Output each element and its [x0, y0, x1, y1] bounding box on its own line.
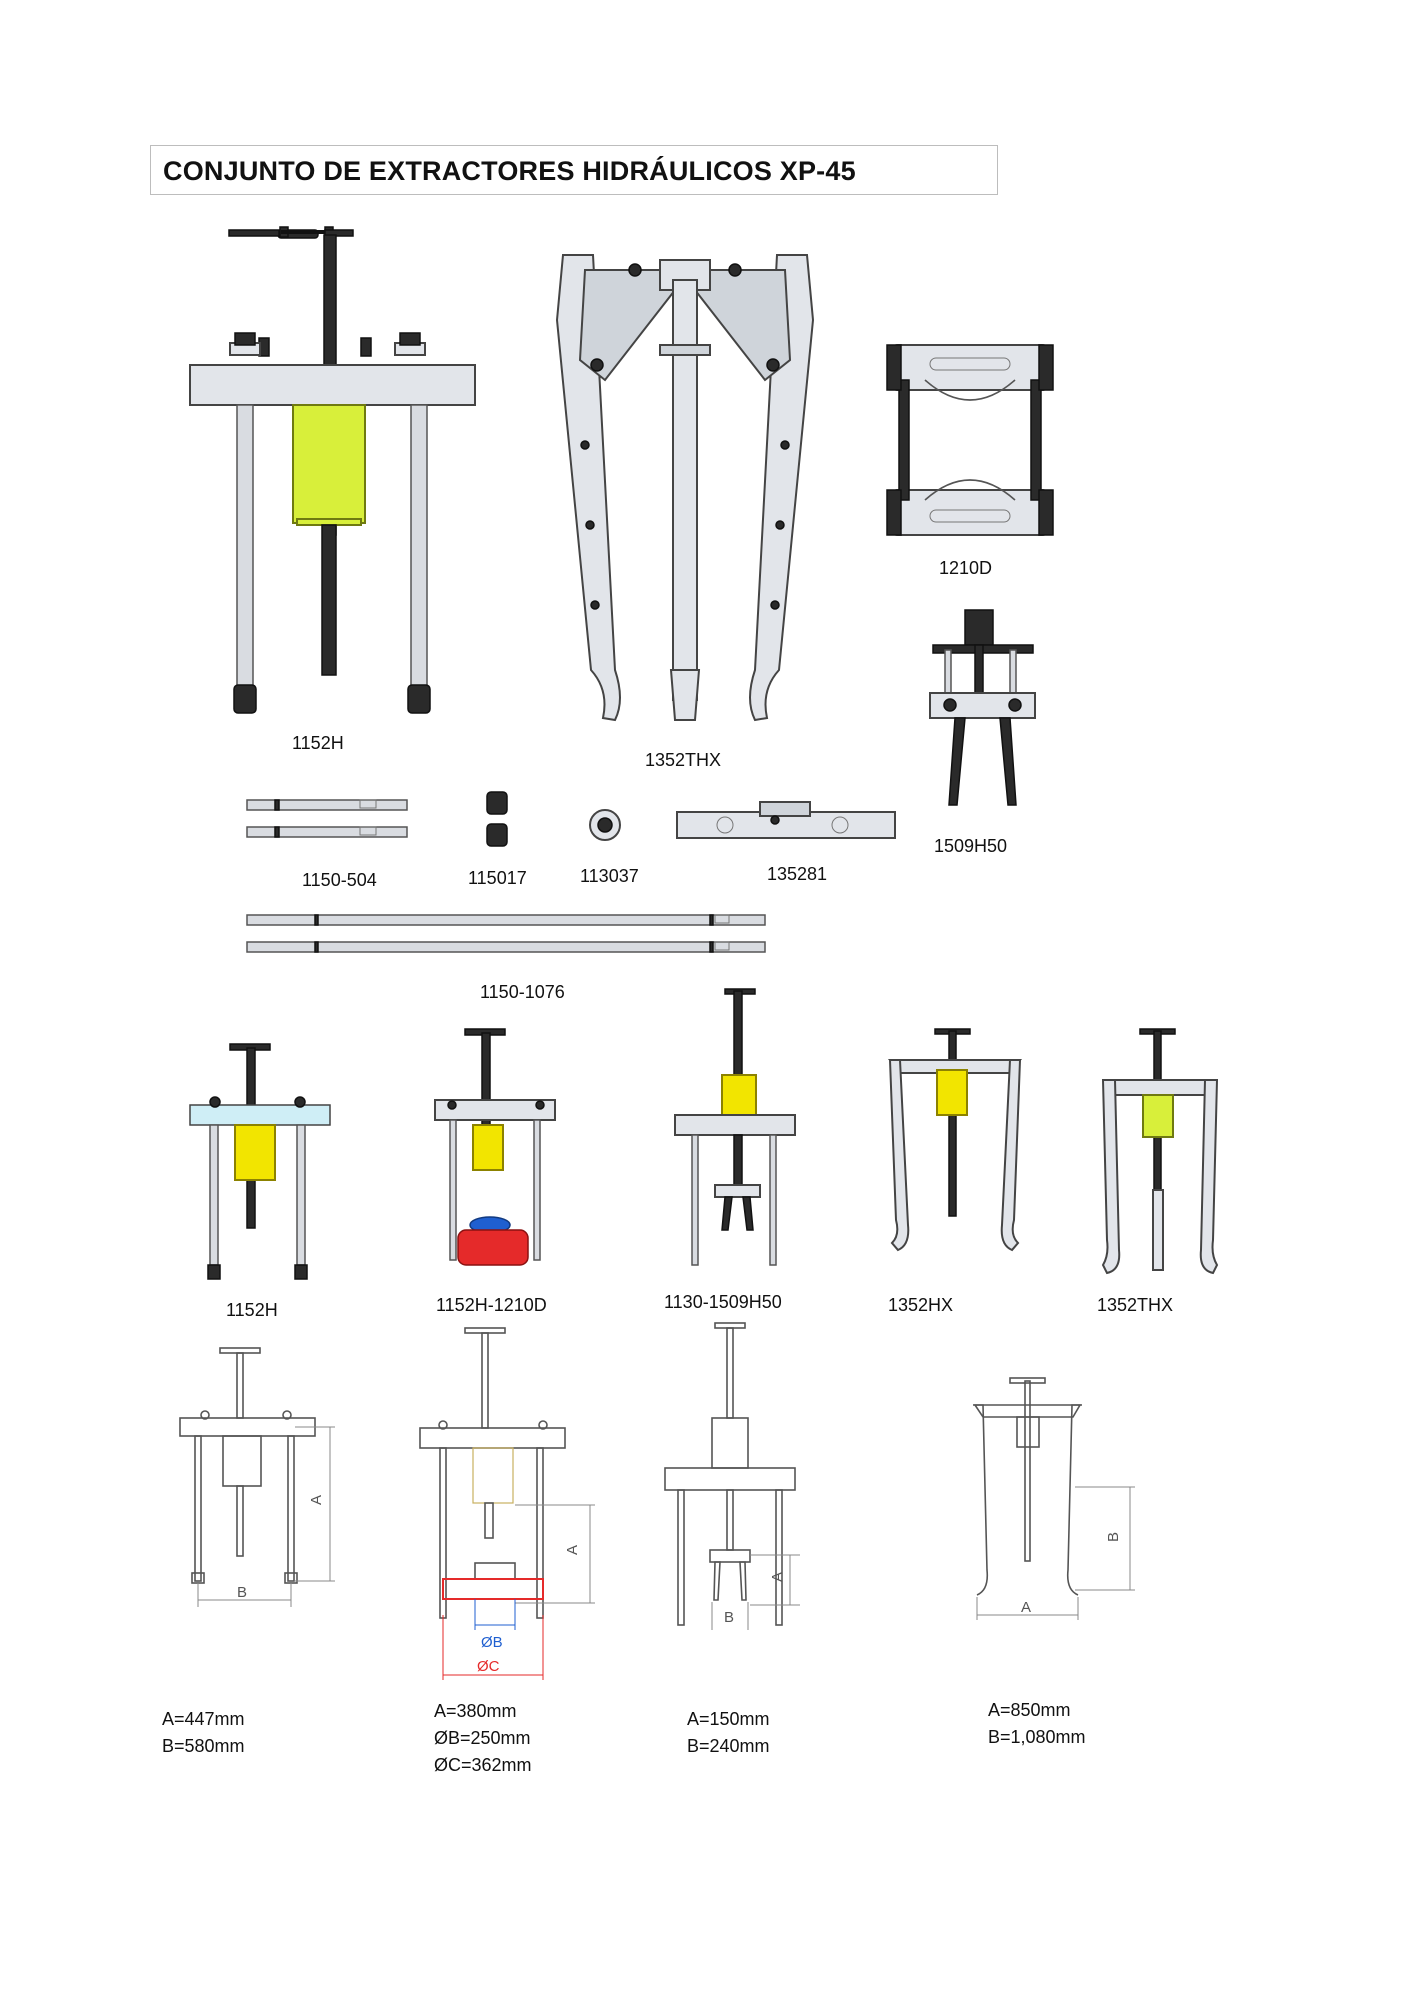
separator-1210d-drawing [886, 344, 1054, 536]
assembly-label-1152h-1210d: 1152H-1210D [436, 1295, 547, 1315]
spec-line: A=150mm [687, 1709, 770, 1729]
spec-line: ØC=362mm [434, 1755, 532, 1775]
dimension-drawing-4: B A [973, 1377, 1135, 1620]
spec-line: B=580mm [162, 1736, 245, 1756]
assembly-label-1352hx: 1352HX [888, 1295, 954, 1315]
spec-line: A=447mm [162, 1709, 245, 1729]
dimension-drawing-3: A B [664, 1322, 800, 1630]
dim-label-a: A [1021, 1599, 1031, 1616]
puller-1352thx-drawing [555, 254, 815, 722]
dim-label-a: A [564, 1545, 581, 1555]
spec-block-2: A=380mm ØB=250mm ØC=362mm [434, 1698, 532, 1779]
assembly-label-1152h: 1152H [226, 1300, 278, 1320]
label-1352thx: 1352THX [645, 750, 722, 770]
rods-1150-504-drawing [246, 799, 408, 838]
bar-135281-drawing [676, 801, 896, 839]
assembly-label-1130-1509h50: 1130-1509H50 [664, 1292, 782, 1312]
dim-label-a: A [308, 1495, 325, 1505]
dim-label-ob: ØB [481, 1634, 503, 1651]
label-113037: 113037 [580, 866, 639, 886]
assembly-1130-1509h50-drawing [674, 988, 796, 1266]
title-box: CONJUNTO DE EXTRACTORES HIDRÁULICOS XP-4… [150, 145, 998, 195]
label-1150-1076: 1150-1076 [480, 982, 565, 1002]
spec-line: A=850mm [988, 1700, 1071, 1720]
nut-113037-drawing [589, 809, 621, 841]
label-1152h: 1152H [292, 733, 344, 753]
page-title: CONJUNTO DE EXTRACTORES HIDRÁULICOS XP-4… [163, 156, 856, 186]
rods-1150-1076-drawing [246, 914, 766, 953]
spec-block-3: A=150mm B=240mm [687, 1706, 770, 1760]
assembly-1352hx-drawing [887, 1028, 1023, 1252]
puller-1152h-drawing [189, 226, 476, 714]
dim-label-a: A [769, 1572, 786, 1582]
dim-label-b: B [1105, 1532, 1122, 1542]
assembly-label-1352thx: 1352THX [1097, 1295, 1174, 1315]
dim-label-b: B [724, 1609, 734, 1626]
assembly-1152h-1210d-drawing [434, 1028, 556, 1266]
dim-label-oc: ØC [477, 1658, 500, 1675]
assembly-1352thx-drawing [1101, 1028, 1219, 1275]
label-1509h50: 1509H50 [934, 836, 1008, 856]
label-115017: 115017 [468, 868, 527, 888]
dim-label-b: B [237, 1584, 247, 1601]
label-1210d: 1210D [939, 558, 993, 578]
dimension-drawing-1: A B [179, 1347, 335, 1607]
feet-115017-drawing [486, 791, 508, 847]
spec-line: B=240mm [687, 1736, 770, 1756]
puller-1509h50-drawing [929, 609, 1036, 806]
label-1150-504: 1150-504 [302, 870, 377, 890]
assembly-1152h-drawing [189, 1043, 331, 1280]
dimension-drawing-2: A ØB ØC [419, 1327, 595, 1680]
spec-line: A=380mm [434, 1701, 517, 1721]
spec-line: B=1,080mm [988, 1727, 1086, 1747]
spec-block-1: A=447mm B=580mm [162, 1706, 245, 1760]
label-135281: 135281 [767, 864, 828, 884]
spec-block-4: A=850mm B=1,080mm [988, 1697, 1086, 1751]
spec-line: ØB=250mm [434, 1728, 531, 1748]
